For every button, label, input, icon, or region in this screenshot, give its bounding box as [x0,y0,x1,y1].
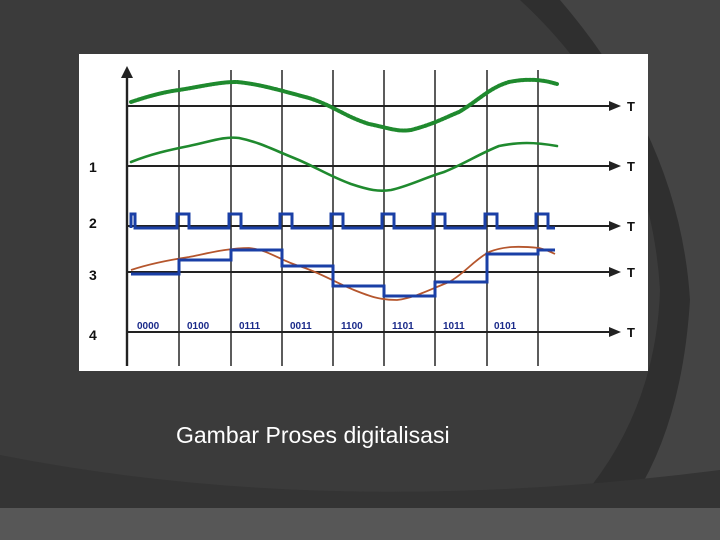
time-axis-arrows [609,101,621,337]
analog-signal-original [129,77,559,133]
row-label-1: 1 [89,159,97,175]
digitization-diagram: T T T T T 1 2 3 4 0000 0100 0111 0011 [79,54,648,371]
binary-code: 0011 [290,321,312,332]
time-axis-label: T [627,219,635,234]
binary-code: 1100 [341,321,363,332]
time-axis-label: T [627,265,635,280]
binary-code: 1101 [392,321,414,332]
time-axis-label: T [627,159,635,174]
time-axes [127,105,611,333]
row-label-2: 2 [89,215,97,231]
binary-code: 1011 [443,321,465,332]
reference-analog-curve [130,245,556,301]
binary-code: 0111 [239,321,261,332]
sampling-pulse-train [129,212,555,230]
figure-caption: Gambar Proses digitalisasi [176,422,450,448]
analog-signal-filtered [129,136,559,193]
binary-code: 0101 [494,321,517,332]
row-label-3: 3 [89,267,97,283]
row-label-4: 4 [89,327,97,343]
vertical-axis [121,66,133,366]
binary-code: 0100 [187,321,210,332]
vertical-grid-lines [178,70,539,366]
time-axis-label: T [627,325,635,340]
binary-code: 0000 [137,321,160,332]
quantized-signal [131,248,555,298]
time-axis-label: T [627,99,635,114]
